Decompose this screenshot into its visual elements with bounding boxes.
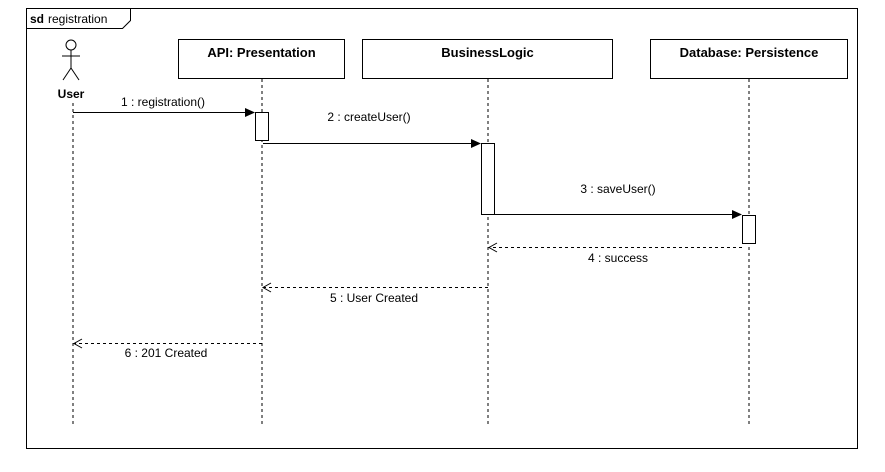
message-6-arrowhead [72,338,83,349]
participant-label-api: API: Presentation [207,45,315,60]
participant-box-logic [362,39,613,79]
diagram-frame [26,8,858,449]
actor-user: User [58,39,85,101]
message-2-arrowhead [471,139,481,148]
message-5: 5 : User Created [261,282,488,305]
frame-keyword: sd [30,12,44,26]
message-5-label: 5 : User Created [330,291,418,305]
participant-box-db [650,39,848,79]
message-1-label: 1 : registration() [121,95,205,109]
message-4-label: 4 : success [588,251,648,265]
frame-name-tab [26,8,131,29]
activation-logic [481,143,495,215]
message-1-arrowhead [245,108,255,117]
actor-head [65,39,77,51]
activation-db [742,215,756,244]
message-5-arrowhead [261,282,272,293]
actor-left-leg [62,67,72,81]
message-2-label: 2 : createUser() [327,110,410,124]
activation-api [255,112,269,141]
participant-label-db: Database: Persistence [680,45,819,60]
participant-api: API: Presentation [178,39,345,79]
participant-label-user: User [58,87,85,101]
participant-label-logic: BusinessLogic [441,45,533,60]
message-4: 4 : success [487,242,742,265]
frame-name: registration [48,12,107,26]
message-6: 6 : 201 Created [72,338,262,360]
actor-right-leg [70,67,80,81]
message-3-label: 3 : saveUser() [580,182,655,196]
message-3-arrowhead [732,210,742,219]
message-3: 3 : saveUser() [489,182,742,219]
message-4-arrowhead [487,242,498,253]
participant-db: Database: Persistence [650,39,848,79]
participant-logic: BusinessLogic [362,39,613,79]
message-6-label: 6 : 201 Created [125,346,208,360]
message-1: 1 : registration() [73,95,255,117]
participant-box-api [178,39,345,79]
frame-title: sd registration [30,12,107,26]
message-2: 2 : createUser() [263,110,481,148]
